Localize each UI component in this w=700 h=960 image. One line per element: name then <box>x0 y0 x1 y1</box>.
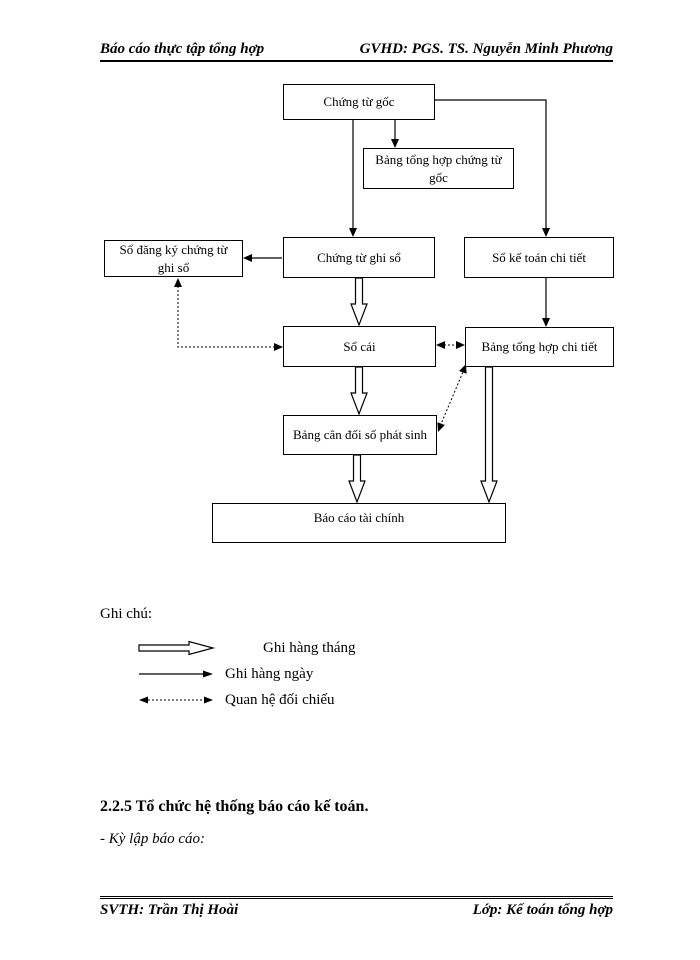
hollow-arrow-icon <box>138 640 216 656</box>
box-label: Báo cáo tài chính <box>313 510 405 525</box>
legend-item-daily: Ghi hàng ngày <box>137 665 313 683</box>
dashed-arrow-sodangky-socai <box>174 278 283 351</box>
box-bang-tong-hop-chung-tu-goc: Bảng tổng hợp chứng từ gốc <box>363 148 514 189</box>
box-label: Bảng tổng hợp chi tiết <box>481 339 598 355</box>
box-label: Bảng tổng hợp chứng từ gốc <box>375 151 502 185</box>
legend-item-monthly: Ghi hàng tháng <box>137 639 355 657</box>
box-so-ke-toan-chi-tiet: Sổ kế toán chi tiết <box>464 237 614 278</box>
hollow-arrow-chungtughiso-to-socai <box>350 277 368 327</box>
box-bao-cao-tai-chinh: Báo cáo tài chính <box>212 503 506 543</box>
box-bang-can-doi-so-phat-sinh: Bảng cân đối số phát sinh <box>283 415 437 455</box>
dashed-arrow-socai-bangtonghopchitiet <box>436 341 465 349</box>
header-right-title: GVHD: PGS. TS. Nguyễn Minh Phương <box>359 41 613 57</box>
legend-label: Ghi hàng ngày <box>225 665 314 682</box>
box-chung-tu-goc: Chứng từ gốc <box>283 84 435 120</box>
legend-label: Quan hệ đối chiếu <box>225 691 335 708</box>
box-label: Chứng từ ghi sổ <box>317 249 401 265</box>
hollow-arrow-bangtonghopchitiet-to-baocaotaichinh <box>480 366 498 504</box>
box-so-cai: Sổ cái <box>283 326 436 367</box>
legend-item-reconcile: Quan hệ đối chiếu <box>137 691 335 709</box>
solid-arrow-icon <box>139 670 213 678</box>
section-heading: 2.2.5 Tổ chức hệ thống báo cáo kế toán. <box>100 798 369 815</box>
page-header: Báo cáo thực tập tổng hợp GVHD: PGS. TS.… <box>100 36 613 62</box>
box-chung-tu-ghi-so: Chứng từ ghi sổ <box>283 237 435 278</box>
header-left-title: Báo cáo thực tập tổng hợp <box>100 41 265 57</box>
box-so-dang-ky-chung-tu-ghi-so: Sổ đăng ký chứng từ ghi sổ <box>104 240 243 277</box>
arrow-chungtughiso-to-sodangky <box>243 254 282 262</box>
box-label: Sổ cái <box>343 338 376 354</box>
section-subline: - Kỳ lập báo cáo: <box>100 831 205 847</box>
box-label: Chứng từ gốc <box>323 94 395 110</box>
dashed-double-arrow-icon <box>139 696 213 704</box>
box-bang-tong-hop-chi-tiet: Bảng tổng hợp chi tiết <box>465 327 614 367</box>
page-footer: SVTH: Trần Thị Hoài Lớp: Kế toán tổng hợ… <box>100 896 613 919</box>
footer-left-text: SVTH: Trần Thị Hoài <box>100 902 239 918</box>
footer-right-text: Lớp: Kế toán tổng hợp <box>472 902 613 918</box>
hollow-arrow-socai-to-bangcandoi <box>350 366 368 416</box>
legend-label: Ghi hàng tháng <box>263 639 356 656</box>
box-label: Bảng cân đối số phát sinh <box>293 427 427 443</box>
hollow-arrow-bangcandoi-to-baocaotaichinh <box>348 454 366 504</box>
legend-title: Ghi chú: <box>100 606 153 622</box>
arrow-soketoanchitiet-to-bangtonghopchitiet <box>542 278 550 327</box>
box-label: Sổ đăng ký chứng từ ghi sổ <box>119 241 228 275</box>
arrow-chungtugoc-to-chungtughiso <box>349 120 357 237</box>
box-label: Sổ kế toán chi tiết <box>492 249 586 265</box>
dashed-arrow-bangcandoi-bangtonghopchitiet <box>437 364 467 432</box>
arrow-chungtugoc-to-bangtonghopchungtugoc <box>391 120 399 148</box>
arrow-chungtugoc-to-soketoanchitiet <box>435 99 550 237</box>
